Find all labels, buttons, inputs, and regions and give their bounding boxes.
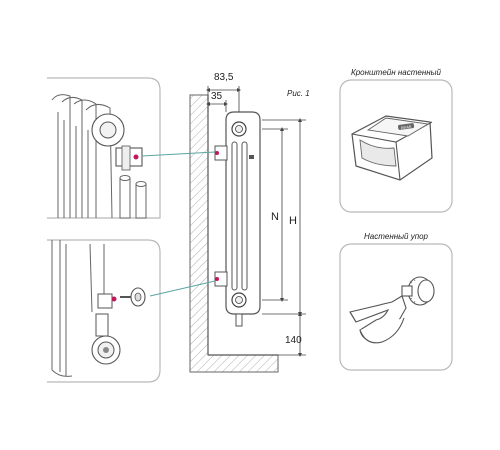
dim-width-total: 83,5	[214, 72, 234, 83]
dim-n: N	[271, 211, 279, 223]
wall-stop-detail	[97, 293, 113, 309]
brand-mark: RIFAR	[401, 125, 412, 130]
wall-bracket-illustration: RIFAR	[351, 115, 433, 181]
dim-h: H	[289, 215, 297, 227]
wall-stop-illustration	[349, 276, 435, 344]
wall-stop-label: Настенный упор	[364, 232, 429, 241]
leader-bottom	[149, 280, 216, 297]
stop-marker-bottom	[111, 296, 117, 302]
dimension-lines	[206, 86, 306, 357]
leader-top	[141, 151, 216, 157]
detail-panel-top	[47, 77, 161, 219]
wall-bracket-label: Кронштейн настенный	[351, 68, 442, 77]
figure-label: Рис. 1	[287, 89, 310, 98]
callout-wall-stop: Настенный упор	[339, 232, 453, 371]
radiator-columns-top	[51, 94, 113, 219]
detail-panel-bottom	[47, 239, 161, 383]
bracket-marker-top	[133, 154, 139, 160]
radiator-elevation	[214, 111, 261, 327]
brand-plate	[397, 123, 415, 130]
callout-wall-bracket: Кронштейн настенный RIFAR	[339, 68, 453, 213]
dim-bottom: 140	[285, 335, 302, 346]
dim-offset: 35	[211, 91, 223, 102]
